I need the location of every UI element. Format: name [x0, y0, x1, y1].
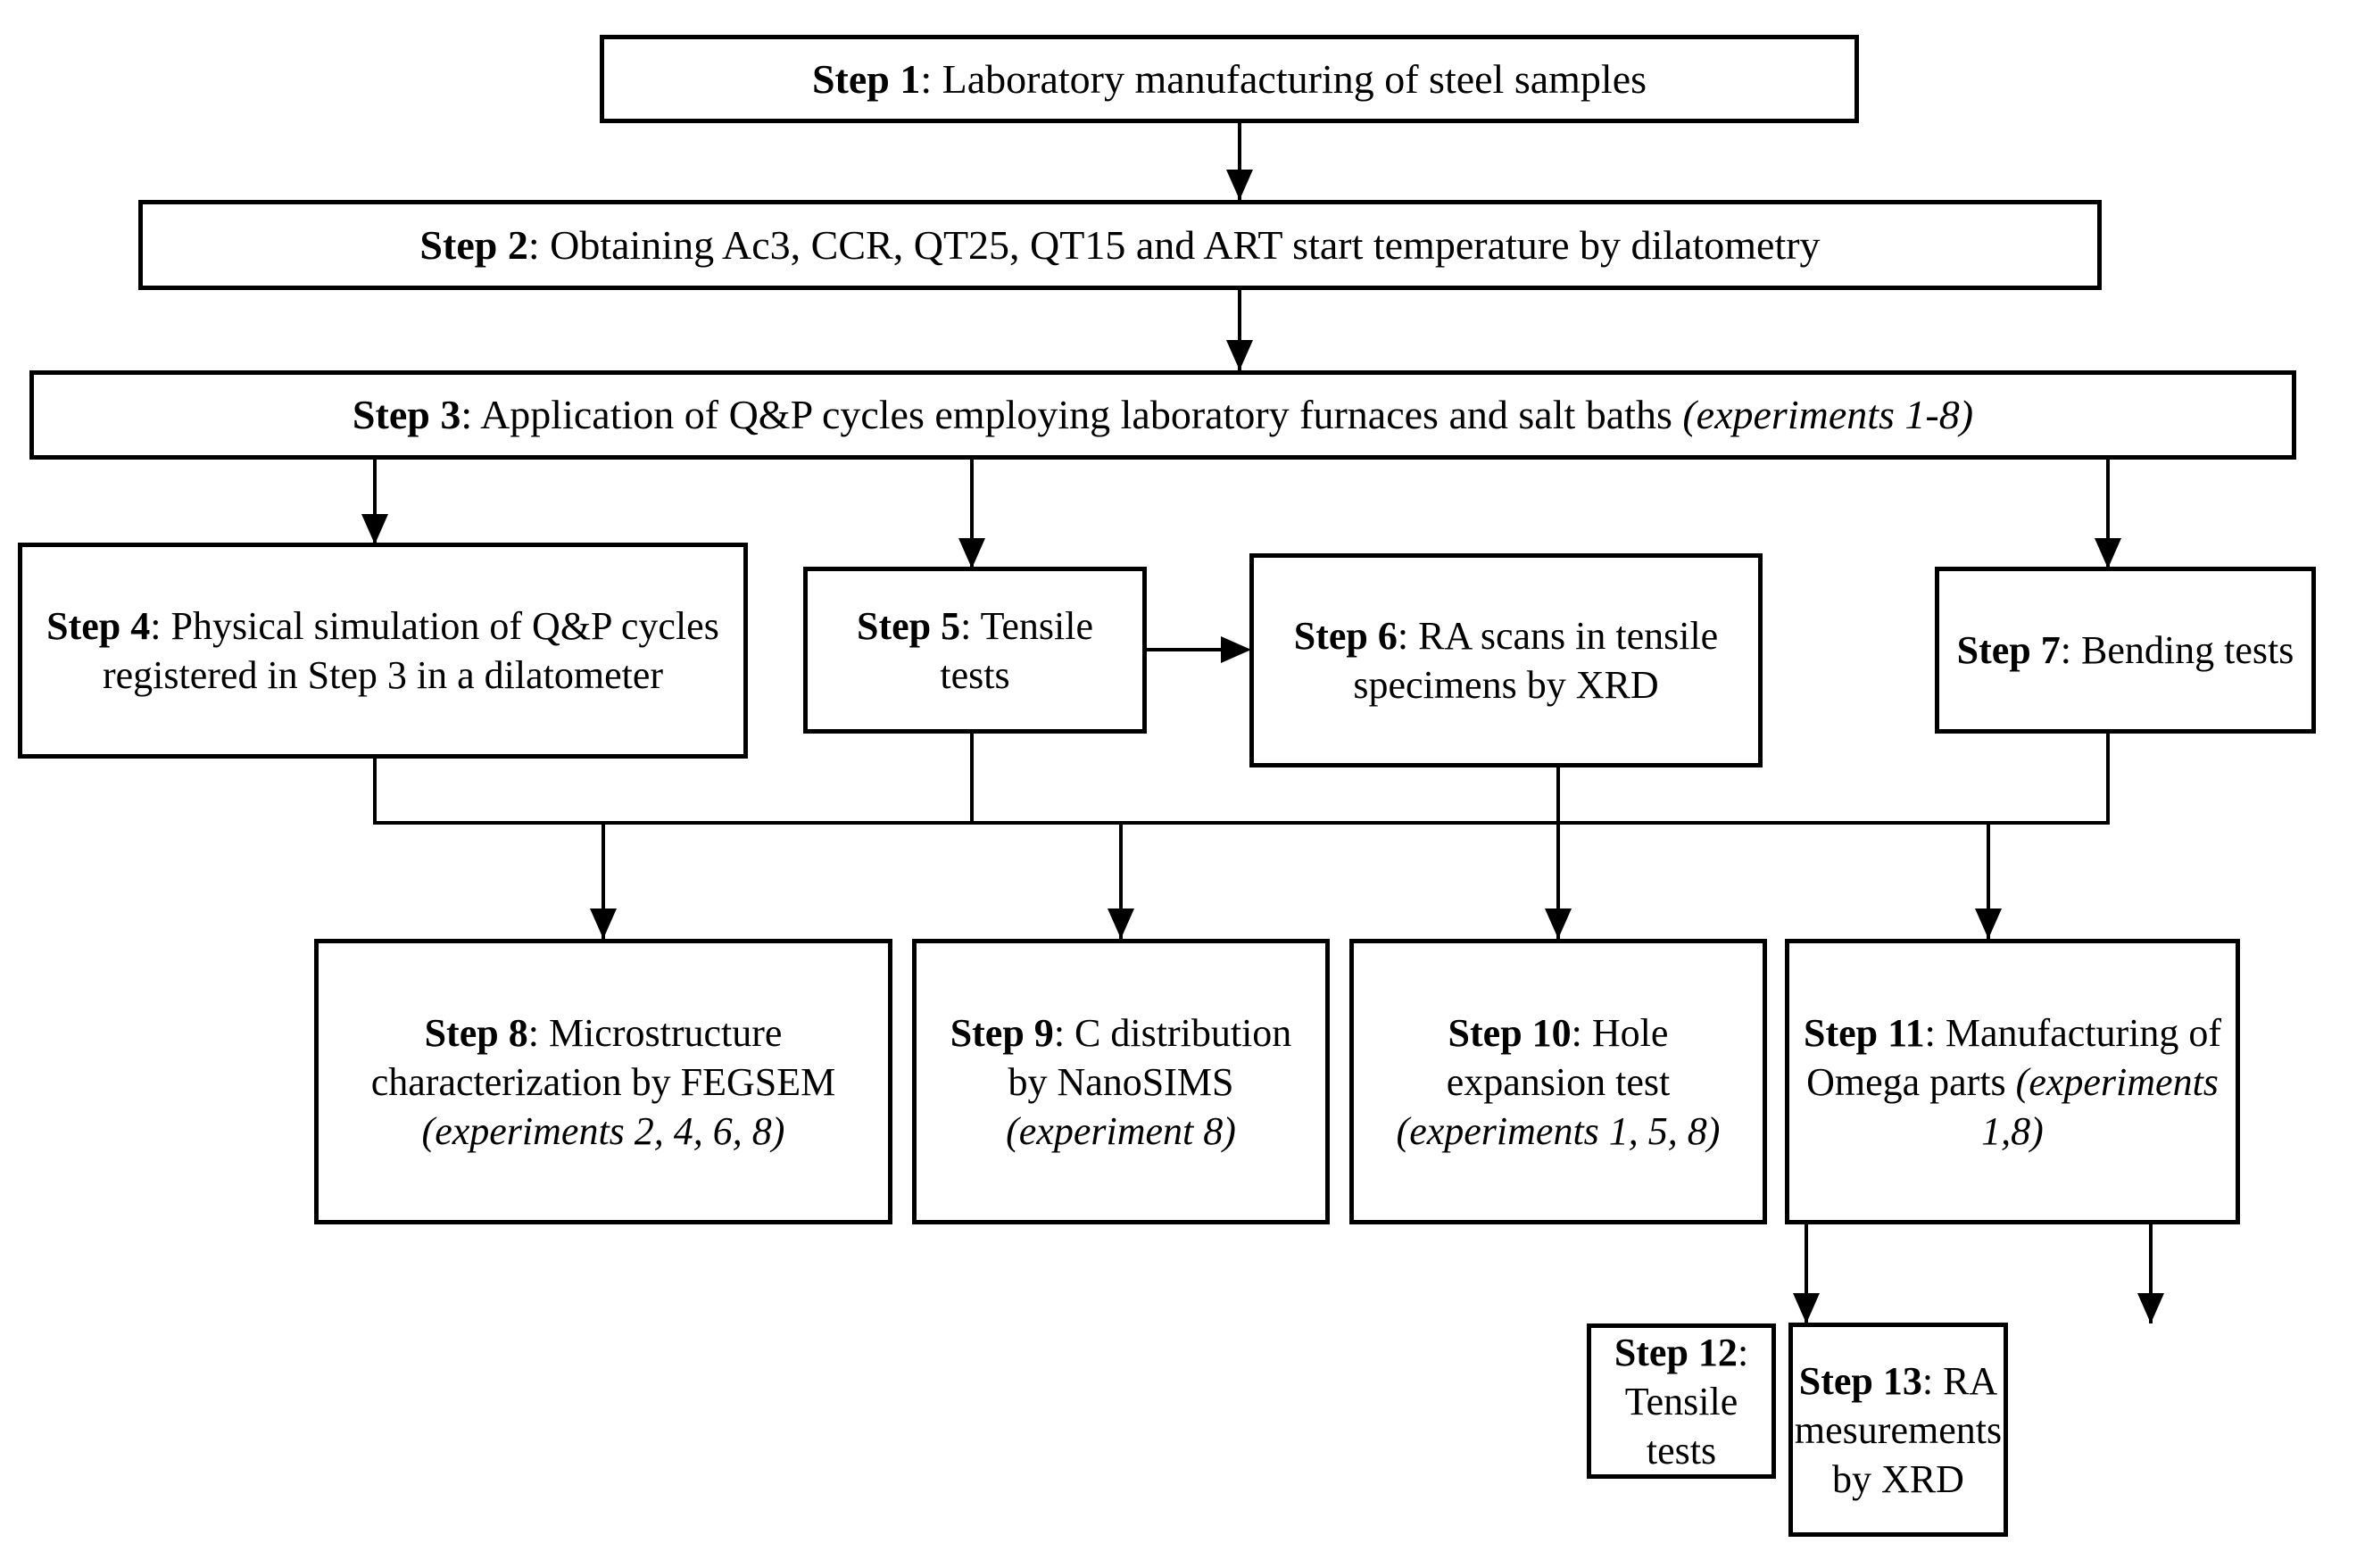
- node-step11-body: Manufacturing of Omega parts: [1806, 1010, 2222, 1104]
- node-step4-label: Step 4: [46, 604, 151, 648]
- node-step8-italic: (experiments 2, 4, 6, 8): [421, 1108, 785, 1153]
- arrowhead-step2-to-step3: [1226, 340, 1253, 370]
- connector-bus-to-step8: [602, 821, 605, 939]
- arrowhead-step5-to-step6: [1221, 636, 1251, 663]
- node-step1[interactable]: Step 1: Laboratory manufacturing of stee…: [600, 35, 1859, 123]
- connector-step3-to-step7: [2106, 460, 2110, 568]
- arrowhead-bus-to-step8: [590, 908, 617, 939]
- node-step1-label: Step 1: [811, 55, 921, 102]
- node-step7[interactable]: Step 7: Bending tests: [1935, 567, 2316, 734]
- node-step7-label: Step 7: [1956, 628, 2061, 672]
- node-step5-sep: :: [960, 603, 981, 648]
- node-step6-sep: :: [1397, 614, 1419, 658]
- node-step11-label: Step 11: [1803, 1010, 1925, 1055]
- arrowhead-step1-to-step2: [1226, 170, 1253, 200]
- node-step4[interactable]: Step 4: Physical simulation of Q&P cycle…: [18, 543, 748, 759]
- arrowhead-step11-to-step13: [2137, 1293, 2164, 1323]
- node-step13-text: Step 13: RA mesurements by XRD: [1782, 1356, 2014, 1504]
- node-step4-sep: :: [150, 604, 171, 648]
- connector-step2-to-step3: [1238, 290, 1241, 372]
- node-step13-sep: :: [1921, 1358, 1944, 1403]
- node-step10[interactable]: Step 10: Hole expansion test (experiment…: [1349, 939, 1767, 1224]
- node-step11[interactable]: Step 11: Manufacturing of Omega parts (e…: [1785, 939, 2240, 1224]
- node-step3-sep: :: [460, 392, 481, 438]
- node-step5[interactable]: Step 5: Tensile tests: [803, 567, 1147, 734]
- node-step1-sep: :: [920, 55, 942, 102]
- arrowhead-step3-to-step7: [2095, 538, 2121, 568]
- node-step10-sep: :: [1571, 1010, 1592, 1055]
- node-step9-italic: (experiment 8): [1006, 1108, 1236, 1153]
- node-step4-text: Step 4: Physical simulation of Q&P cycle…: [22, 601, 743, 700]
- node-step7-body: Bending tests: [2081, 628, 2294, 672]
- node-step5-text: Step 5: Tensile tests: [808, 601, 1142, 700]
- node-step11-text: Step 11: Manufacturing of Omega parts (e…: [1789, 1008, 2236, 1156]
- node-step3-text: Step 3: Application of Q&P cycles employ…: [34, 389, 2292, 441]
- node-step3-italic: (experiments 1-8): [1682, 392, 1974, 438]
- node-step1-body: Laboratory manufacturing of steel sample…: [942, 55, 1647, 102]
- node-step8-body: Microstructure characterization by FEGSE…: [370, 1010, 836, 1104]
- node-step6-body: RA scans in tensile specimens by XRD: [1353, 614, 1719, 707]
- node-step3-label: Step 3: [352, 392, 461, 438]
- connector-step11-to-step12: [1805, 1224, 1808, 1323]
- node-step2-sep: :: [527, 221, 551, 268]
- node-step10-italic: (experiments 1, 5, 8): [1396, 1108, 1721, 1153]
- node-step8-label: Step 8: [424, 1010, 528, 1055]
- node-step9[interactable]: Step 9: C distribution by NanoSIMS (expe…: [912, 939, 1330, 1224]
- arrowhead-step3-to-step4: [361, 514, 388, 544]
- connector-bus-to-step10: [1556, 821, 1560, 939]
- connector-step5-to-step6: [1147, 648, 1232, 651]
- arrowhead-step3-to-step5: [958, 538, 985, 568]
- connector-step5-down-to-bus: [970, 734, 974, 825]
- node-step8-text: Step 8: Microstructure characterization …: [319, 1008, 888, 1156]
- arrowhead-bus-to-step9: [1108, 908, 1134, 939]
- node-step5-body: Tensile tests: [940, 603, 1093, 697]
- node-step10-label: Step 10: [1448, 1010, 1572, 1055]
- connector-step4-down-to-bus: [373, 759, 377, 825]
- node-step7-text: Step 7: Bending tests: [1939, 626, 2311, 675]
- node-step10-text: Step 10: Hole expansion test (experiment…: [1354, 1008, 1763, 1156]
- node-step11-italic: (experiments 1,8): [1981, 1059, 2219, 1153]
- node-step5-label: Step 5: [857, 603, 961, 648]
- node-step8[interactable]: Step 8: Microstructure characterization …: [314, 939, 892, 1224]
- connector-step3-to-step5: [970, 460, 974, 568]
- node-step12-sep: :: [1737, 1330, 1749, 1374]
- connector-bus-to-step11: [1987, 821, 1990, 939]
- node-step9-text: Step 9: C distribution by NanoSIMS (expe…: [917, 1008, 1325, 1156]
- node-step12-label: Step 12: [1614, 1330, 1738, 1374]
- node-step6-label: Step 6: [1293, 614, 1398, 658]
- node-step12[interactable]: Step 12: Tensile tests: [1587, 1323, 1776, 1479]
- node-step12-text: Step 12: Tensile tests: [1591, 1328, 1771, 1475]
- node-step13-label: Step 13: [1798, 1358, 1922, 1403]
- node-step3-body: Application of Q&P cycles employing labo…: [480, 392, 1683, 438]
- node-step9-label: Step 9: [950, 1010, 1054, 1055]
- node-step2-text: Step 2: Obtaining Ac3, CCR, QT25, QT15 a…: [143, 220, 2097, 271]
- node-step2-label: Step 2: [419, 221, 528, 268]
- node-step8-sep: :: [527, 1010, 549, 1055]
- node-step13[interactable]: Step 13: RA mesurements by XRD: [1788, 1323, 2008, 1537]
- node-step6-text: Step 6: RA scans in tensile specimens by…: [1254, 611, 1758, 709]
- node-step12-body: Tensile tests: [1624, 1379, 1738, 1473]
- connector-step7-down-to-bus: [2106, 734, 2110, 825]
- node-step2[interactable]: Step 2: Obtaining Ac3, CCR, QT25, QT15 a…: [138, 200, 2102, 290]
- arrowhead-bus-to-step10: [1545, 908, 1572, 939]
- node-step6[interactable]: Step 6: RA scans in tensile specimens by…: [1249, 553, 1763, 767]
- node-step13-body: RA mesurements by XRD: [1794, 1358, 2003, 1501]
- connector-step6-down-to-bus: [1556, 767, 1560, 825]
- arrowhead-step11-to-step12: [1793, 1293, 1820, 1323]
- connector-bus-to-step9: [1119, 821, 1123, 939]
- node-step11-sep: :: [1924, 1010, 1946, 1055]
- node-step2-body: Obtaining Ac3, CCR, QT25, QT15 and ART s…: [550, 221, 1821, 268]
- node-step9-sep: :: [1053, 1010, 1075, 1055]
- arrowhead-bus-to-step11: [1975, 908, 2002, 939]
- node-step9-body: C distribution by NanoSIMS: [1008, 1010, 1292, 1104]
- node-step7-sep: :: [2060, 628, 2082, 672]
- connector-step11-to-step13: [2149, 1224, 2153, 1323]
- connector-distribution-bus: [373, 821, 2110, 825]
- node-step4-body: Physical simulation of Q&P cycles regist…: [102, 604, 719, 697]
- node-step1-text: Step 1: Laboratory manufacturing of stee…: [604, 54, 1854, 105]
- connector-step3-to-step4: [373, 460, 377, 544]
- node-step10-body: Hole expansion test: [1446, 1010, 1671, 1104]
- node-step3[interactable]: Step 3: Application of Q&P cycles employ…: [29, 370, 2296, 460]
